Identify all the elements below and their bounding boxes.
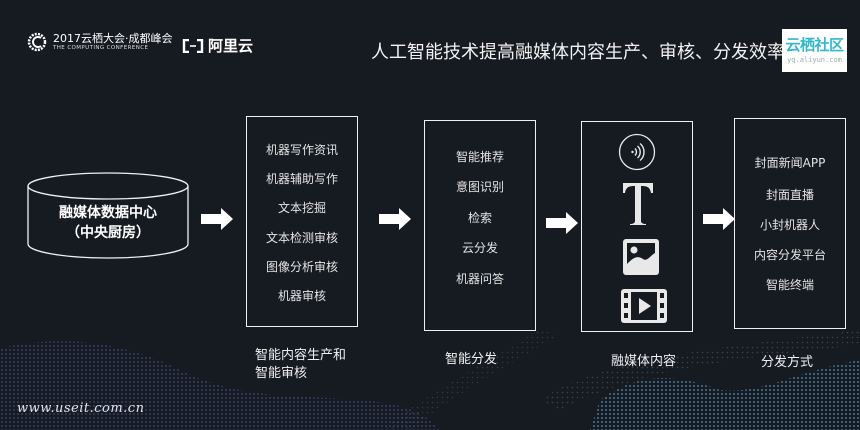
aliyun-logo-text: 阿里云 xyxy=(208,37,254,55)
video-icon xyxy=(621,289,667,323)
distribution-box: 智能推荐 意图识别 检索 云分发 机器问答 xyxy=(424,120,536,331)
list-item: 检索 xyxy=(467,211,492,225)
slide-title: 人工智能技术提高融媒体内容生产、审核、分发效率 xyxy=(371,42,785,63)
arrow-right-icon xyxy=(201,208,233,230)
list-item: 机器辅助写作 xyxy=(265,172,338,186)
list-item: 云分发 xyxy=(461,241,498,255)
distribution-caption: 智能分发 xyxy=(445,352,498,367)
conference-title: 2017云栖大会·成都峰会 xyxy=(53,31,173,45)
list-item: 意图识别 xyxy=(455,180,504,194)
footer-watermark: www.useit.com.cn xyxy=(17,401,145,416)
computing-conference-logo-icon xyxy=(27,32,47,52)
caption-line: 智能内容生产和 xyxy=(255,348,347,363)
arrow-right-icon xyxy=(379,208,411,230)
list-item: 封面直播 xyxy=(765,188,814,202)
image-icon xyxy=(623,239,659,275)
list-item: 机器审核 xyxy=(277,289,326,303)
conference-subtitle: THE COMPUTING CONFERENCE xyxy=(53,44,149,51)
list-item: 内容分发平台 xyxy=(753,248,826,262)
arrow-right-icon xyxy=(546,212,578,234)
content-box xyxy=(581,121,693,332)
list-item: 智能推荐 xyxy=(455,150,504,164)
list-item: 小封机器人 xyxy=(759,218,820,232)
list-item: 图像分析审核 xyxy=(265,260,338,274)
audio-icon xyxy=(618,133,656,171)
data-center-line1: 融媒体数据中心 xyxy=(59,205,157,221)
production-box: 机器写作资讯 机器辅助写作 文本挖掘 文本检测审核 图像分析审核 机器审核 xyxy=(246,116,358,327)
list-item: 封面新闻APP xyxy=(754,156,826,170)
text-icon xyxy=(623,183,653,225)
badge-title: 云栖社区 xyxy=(785,36,844,54)
data-center-label: 融媒体数据中心 （中央厨房） xyxy=(27,203,189,243)
aliyun-bracket-logo-icon xyxy=(182,38,204,53)
caption-line: 智能审核 xyxy=(255,366,308,381)
production-caption: 智能内容生产和 智能审核 xyxy=(255,347,346,383)
list-item: 文本检测审核 xyxy=(265,231,338,245)
content-caption: 融媒体内容 xyxy=(611,354,677,369)
list-item: 机器写作资讯 xyxy=(265,143,338,157)
list-item: 文本挖掘 xyxy=(277,201,326,215)
channels-caption: 分发方式 xyxy=(761,355,814,370)
arrow-right-icon xyxy=(703,208,735,230)
conference-logo: 2017云栖大会·成都峰会 THE COMPUTING CONFERENCE xyxy=(27,32,173,52)
yunqi-community-badge: 云栖社区 yq.aliyun.com xyxy=(782,29,847,72)
database-cylinder-icon xyxy=(27,172,189,259)
channels-box: 封面新闻APP 封面直播 小封机器人 内容分发平台 智能终端 xyxy=(734,118,846,329)
data-center-line2: （中央厨房） xyxy=(66,225,150,241)
list-item: 机器问答 xyxy=(455,272,504,286)
list-item: 智能终端 xyxy=(765,278,814,292)
badge-url: yq.aliyun.com xyxy=(787,56,842,64)
aliyun-logo: 阿里云 xyxy=(182,35,253,56)
